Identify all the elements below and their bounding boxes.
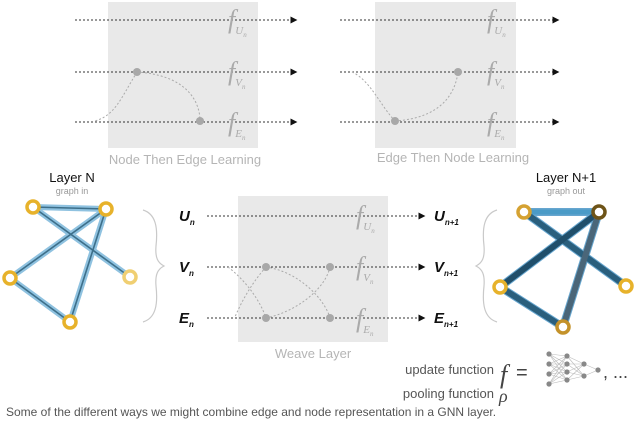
- weave-outputs: Un+1 Vn+1 En+1: [434, 208, 459, 329]
- pool-node: [133, 68, 141, 76]
- f-v-symbol: fVn: [356, 252, 374, 286]
- panel-title: Edge Then Node Learning: [377, 150, 529, 165]
- layer-n1-subtitle: graph out: [547, 186, 586, 196]
- layer-n1-edges: [496, 208, 630, 331]
- graph-node: [98, 201, 114, 217]
- pool-node: [196, 117, 204, 125]
- panel-background: [375, 2, 516, 148]
- layer-n1-title: Layer N+1: [536, 170, 596, 185]
- f-v-symbol: fVn: [487, 57, 505, 91]
- layer-n-nodes: [2, 199, 138, 330]
- f-e-symbol: fEn: [228, 108, 246, 142]
- pool-curve: [94, 71, 138, 122]
- equals-sign: =: [516, 362, 528, 384]
- layer-n-plus-1-graph: Layer N+1 graph out: [492, 170, 634, 335]
- edge-then-node-panel: fUn fVn fEn Edge Then Node Learning: [340, 2, 560, 165]
- graph-node: [555, 319, 571, 335]
- pool-node: [326, 314, 334, 322]
- f-u-symbol: fUn: [228, 5, 247, 39]
- pool-node: [391, 117, 399, 125]
- f-u-symbol: fUn: [487, 5, 506, 39]
- pool-curve: [227, 266, 267, 319]
- pool-curve: [394, 71, 459, 122]
- f-u-symbol: fUn: [356, 201, 375, 235]
- graph-node: [492, 279, 508, 295]
- input-e: En: [179, 310, 194, 329]
- panel-title: Node Then Edge Learning: [109, 152, 261, 167]
- pool-node: [262, 314, 270, 322]
- pool-curve: [136, 71, 201, 122]
- pool-curve: [265, 266, 331, 319]
- graph-node: [25, 199, 41, 215]
- graph-node: [62, 314, 78, 330]
- weave-inputs: Un Vn En: [179, 208, 195, 329]
- pool-node: [262, 263, 270, 271]
- layer-n-title: Layer N: [49, 170, 95, 185]
- pooling-function-label: pooling function: [403, 386, 494, 401]
- figure-caption: Some of the different ways we might comb…: [6, 405, 497, 419]
- graph-node: [516, 204, 532, 220]
- output-e: En+1: [434, 310, 459, 329]
- pool-node: [326, 263, 334, 271]
- input-v: Vn: [179, 259, 194, 278]
- graph-node: [2, 270, 18, 286]
- panel-title: Weave Layer: [275, 346, 352, 361]
- right-brace: [474, 209, 498, 323]
- pool-curve: [351, 71, 396, 122]
- graph-node: [618, 278, 634, 294]
- pool-curve: [265, 266, 331, 319]
- f-e-symbol: fEn: [487, 108, 505, 142]
- ellipsis: , ...: [603, 362, 628, 382]
- rho-symbol: ρ: [498, 386, 508, 406]
- layer-n-edges: [7, 204, 133, 325]
- f-symbol: f: [500, 360, 511, 389]
- panel-background: [238, 196, 388, 342]
- output-v: Vn+1: [434, 259, 459, 278]
- pool-node: [454, 68, 462, 76]
- neural-network-icon: [546, 351, 601, 387]
- weave-panel: fUn fVn fEn Weave Layer: [207, 196, 426, 361]
- graph-node: [591, 204, 607, 220]
- layer-n1-nodes: [492, 204, 634, 335]
- left-brace: [142, 209, 166, 323]
- legend: update function f = pooling function ρ ,…: [403, 351, 628, 406]
- f-v-symbol: fVn: [228, 57, 246, 91]
- input-u: Un: [179, 208, 195, 227]
- panel-background: [108, 2, 258, 148]
- layer-n-subtitle: graph in: [56, 186, 89, 196]
- f-e-symbol: fEn: [356, 304, 374, 338]
- pool-curve: [234, 266, 267, 318]
- graph-node: [122, 269, 138, 285]
- node-then-edge-panel: fUn fVn fEn Node Then Edge Learning: [75, 2, 298, 167]
- layer-n-graph: Layer N graph in: [2, 170, 138, 330]
- update-function-label: update function: [405, 362, 494, 377]
- output-u: Un+1: [434, 208, 459, 227]
